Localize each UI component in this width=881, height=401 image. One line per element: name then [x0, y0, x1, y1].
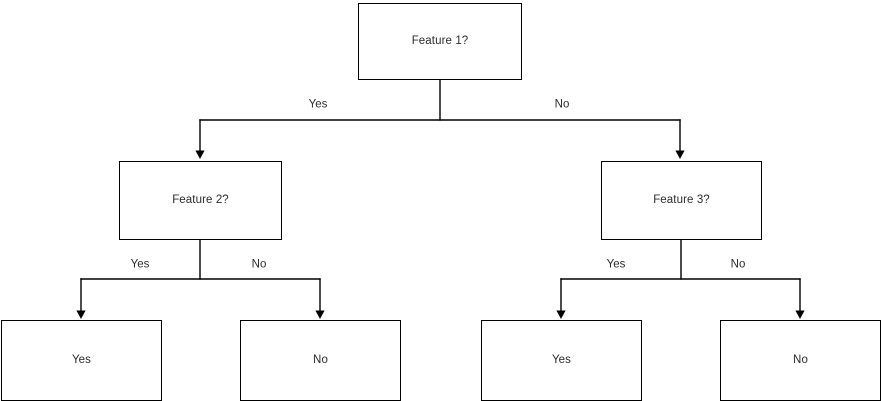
node-leaf2[interactable]: No	[240, 320, 401, 401]
edge-label-right-yes: Yes	[606, 258, 626, 271]
node-leaf1[interactable]: Yes	[1, 320, 162, 401]
arrowhead-icon	[315, 310, 325, 319]
node-label: Yes	[71, 353, 92, 366]
node-label: Feature 1?	[411, 34, 469, 47]
node-label: Feature 3?	[653, 193, 710, 206]
edge-label-root-no: No	[554, 98, 570, 111]
arrowhead-icon	[556, 310, 566, 319]
edge-label-left-yes: Yes	[130, 258, 150, 271]
edge-label-right-no: No	[730, 258, 746, 271]
edge-label-left-no: No	[251, 258, 267, 271]
arrowhead-icon	[795, 310, 805, 319]
node-root[interactable]: Feature 1?	[358, 3, 522, 80]
node-label: Yes	[551, 353, 572, 366]
node-label: No	[313, 353, 328, 366]
node-right[interactable]: Feature 3?	[601, 161, 762, 240]
arrowhead-icon	[76, 310, 86, 319]
node-label: Feature 2?	[172, 193, 229, 206]
node-label: No	[793, 353, 808, 366]
arrowhead-icon	[675, 150, 685, 159]
edge-label-root-yes: Yes	[308, 98, 328, 111]
node-leaf4[interactable]: No	[720, 320, 881, 401]
arrowhead-icon	[195, 150, 205, 159]
node-left[interactable]: Feature 2?	[119, 161, 282, 240]
node-leaf3[interactable]: Yes	[481, 320, 642, 401]
